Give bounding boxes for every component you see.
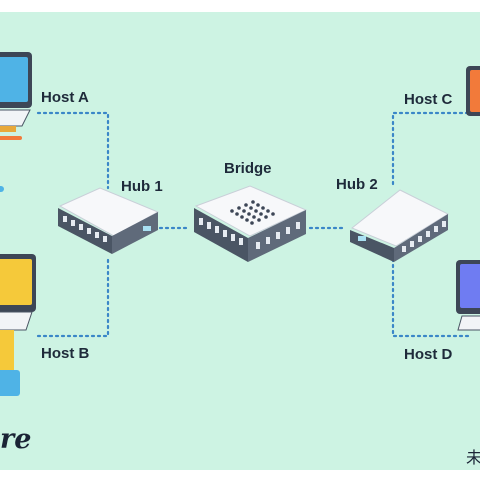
- link-host-a-hub1: [36, 111, 110, 190]
- hub-2-device-icon: [350, 189, 450, 262]
- corner-watermark: 未: [466, 448, 480, 467]
- host-a-computer-icon: [0, 52, 32, 192]
- bridge-port-grid: [230, 200, 275, 225]
- hub-1-label: Hub 1: [121, 178, 163, 195]
- host-d-computer-icon: [456, 260, 480, 331]
- links: [36, 111, 470, 338]
- host-b-computer-icon: [0, 254, 36, 396]
- bridge-label: Bridge: [224, 160, 272, 177]
- bridge-device-icon: [194, 185, 308, 262]
- hub-2-label: Hub 2: [336, 176, 378, 193]
- host-b-label: Host B: [41, 345, 90, 362]
- brand-watermark: re: [0, 424, 32, 455]
- link-host-d-hub2: [391, 254, 470, 338]
- hub-1-device-icon: [58, 187, 160, 254]
- host-a-label: Host A: [41, 89, 89, 106]
- host-c-label: Host C: [404, 91, 453, 108]
- link-host-c-hub2: [391, 111, 470, 190]
- host-d-label: Host D: [404, 346, 453, 363]
- link-host-b-hub1: [36, 254, 110, 338]
- host-c-computer-icon: [466, 66, 480, 116]
